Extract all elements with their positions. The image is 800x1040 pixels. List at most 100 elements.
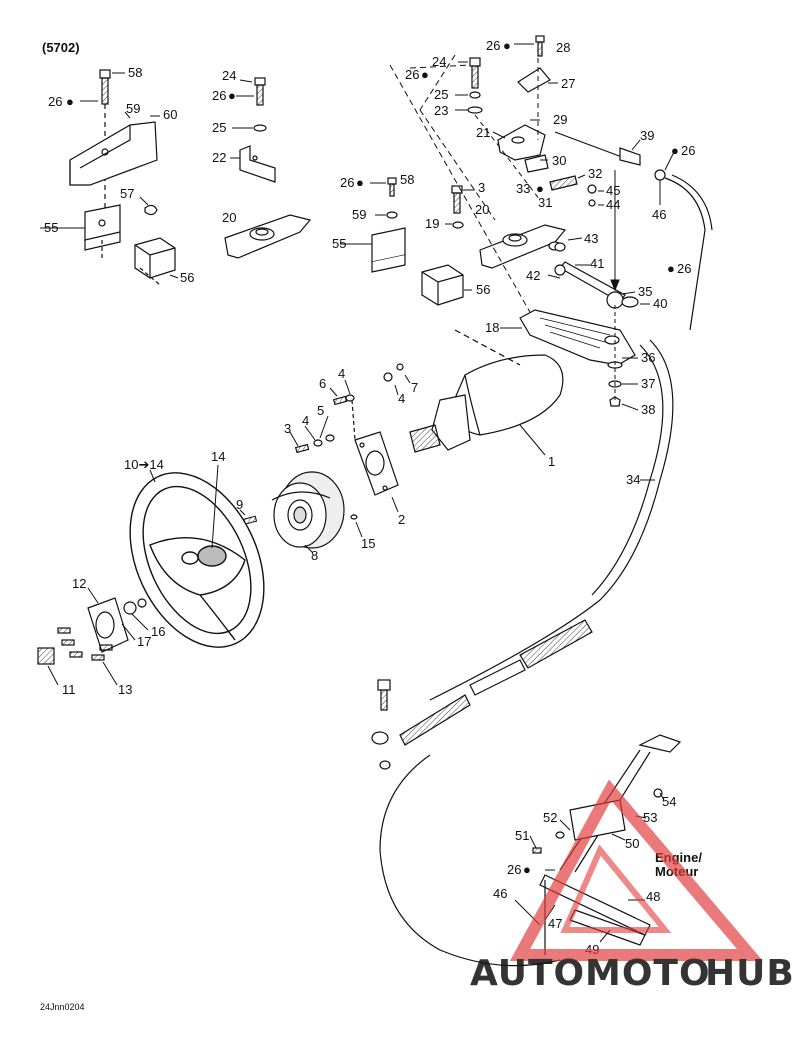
label-48: 48 bbox=[646, 889, 660, 904]
steering-cable bbox=[371, 339, 674, 967]
left-bracket-group bbox=[69, 69, 176, 286]
label-45: 45 bbox=[606, 183, 620, 198]
helm-housing bbox=[409, 329, 564, 453]
watermark-triangle-logo bbox=[509, 779, 763, 961]
label-43: 43 bbox=[584, 231, 598, 246]
label-25-left: 25 bbox=[212, 120, 226, 135]
footer-code: 24Jnn0204 bbox=[40, 1002, 85, 1012]
label-56-mid: 56 bbox=[476, 282, 490, 297]
label-31: 31 bbox=[538, 195, 552, 210]
reference-code: (5702) bbox=[42, 40, 80, 55]
label-7: 7 bbox=[411, 380, 418, 395]
label-60: 60 bbox=[163, 107, 177, 122]
label-26-tr2: 26 bbox=[405, 67, 419, 82]
watermark-text-auto: AUTO bbox=[470, 953, 585, 994]
label-13: 13 bbox=[118, 682, 132, 697]
label-3-mid: 3 bbox=[284, 421, 291, 436]
label-50: 50 bbox=[625, 836, 639, 851]
label-54: 54 bbox=[662, 794, 676, 809]
watermark-text-moto: MOTO bbox=[585, 953, 711, 994]
label-17: 17 bbox=[137, 634, 151, 649]
label-4-c: 4 bbox=[302, 413, 309, 428]
label-range-10-14: 10➔14 bbox=[124, 457, 164, 472]
label-3-top: 3 bbox=[478, 180, 485, 195]
label-58-left: 58 bbox=[128, 65, 142, 80]
steering-hub bbox=[271, 471, 345, 549]
label-41: 41 bbox=[590, 256, 604, 271]
label-34: 34 bbox=[626, 472, 640, 487]
label-26-mid: 26 bbox=[212, 88, 226, 103]
label-39: 39 bbox=[640, 128, 654, 143]
oil-drop-icon: ● bbox=[536, 181, 544, 196]
label-33: 33 bbox=[516, 181, 530, 196]
label-27: 27 bbox=[561, 76, 575, 91]
label-26-tr3: 26 bbox=[681, 143, 695, 158]
label-32: 32 bbox=[588, 166, 602, 181]
label-11: 11 bbox=[62, 682, 76, 697]
center-bracket-group bbox=[371, 177, 567, 306]
label-44: 44 bbox=[606, 197, 620, 212]
label-26-left: 26 bbox=[48, 94, 62, 109]
oil-drop-icon: ● bbox=[228, 88, 236, 103]
oil-drop-icon: ● bbox=[523, 862, 531, 877]
label-19: 19 bbox=[425, 216, 439, 231]
label-59-left: 59 bbox=[126, 101, 140, 116]
label-55-mid: 55 bbox=[332, 236, 346, 251]
label-23: 23 bbox=[434, 103, 448, 118]
label-56-left: 56 bbox=[180, 270, 194, 285]
oil-drop-icon: ● bbox=[356, 175, 364, 190]
label-47: 47 bbox=[548, 916, 562, 931]
mount-plate bbox=[294, 363, 404, 520]
label-30: 30 bbox=[552, 153, 566, 168]
label-59-mid: 59 bbox=[352, 207, 366, 222]
support-group bbox=[224, 77, 312, 259]
label-58-mid: 58 bbox=[400, 172, 414, 187]
label-20-left: 20 bbox=[222, 210, 236, 225]
oil-drop-icon: ● bbox=[671, 143, 679, 158]
label-51: 51 bbox=[515, 828, 529, 843]
oil-drop-icon: ● bbox=[421, 67, 429, 82]
label-18: 18 bbox=[485, 320, 499, 335]
label-26-eng: 26 bbox=[507, 862, 521, 877]
label-57: 57 bbox=[120, 186, 134, 201]
label-6: 6 bbox=[319, 376, 326, 391]
label-52: 52 bbox=[543, 810, 557, 825]
label-5: 5 bbox=[317, 403, 324, 418]
label-24-left: 24 bbox=[222, 68, 236, 83]
label-15: 15 bbox=[361, 536, 375, 551]
watermark-text-hub: HUB bbox=[705, 953, 795, 994]
wheel-adapter bbox=[37, 597, 147, 665]
label-38: 38 bbox=[641, 402, 655, 417]
label-1: 1 bbox=[548, 454, 555, 469]
top-right-group bbox=[467, 35, 666, 207]
label-16: 16 bbox=[151, 624, 165, 639]
label-35: 35 bbox=[638, 284, 652, 299]
throttle-cable-top bbox=[664, 177, 706, 331]
steering-wheel bbox=[129, 472, 265, 648]
label-53: 53 bbox=[643, 810, 657, 825]
label-26-c1: 26 bbox=[340, 175, 354, 190]
label-9: 9 bbox=[236, 497, 243, 512]
automotohub-watermark: AUTO MOTO HUB bbox=[470, 779, 795, 994]
label-25-right: 25 bbox=[434, 87, 448, 102]
label-37: 37 bbox=[641, 376, 655, 391]
label-28: 28 bbox=[556, 40, 570, 55]
label-46-bottom: 46 bbox=[493, 886, 507, 901]
label-12: 12 bbox=[72, 576, 86, 591]
oil-drop-icon: ● bbox=[66, 94, 74, 109]
oil-drop-icon: ● bbox=[503, 38, 511, 53]
label-42: 42 bbox=[526, 268, 540, 283]
label-8: 8 bbox=[311, 548, 318, 563]
label-22: 22 bbox=[212, 150, 226, 165]
steering-arm-group bbox=[519, 242, 639, 407]
label-4-a: 4 bbox=[338, 366, 345, 381]
bolt-58-left bbox=[99, 69, 111, 105]
label-26-arm: 26 bbox=[677, 261, 691, 276]
label-26-tr1: 26 bbox=[486, 38, 500, 53]
label-2: 2 bbox=[398, 512, 405, 527]
label-40: 40 bbox=[653, 296, 667, 311]
label-4-b: 4 bbox=[398, 391, 405, 406]
label-21: 21 bbox=[476, 125, 490, 140]
